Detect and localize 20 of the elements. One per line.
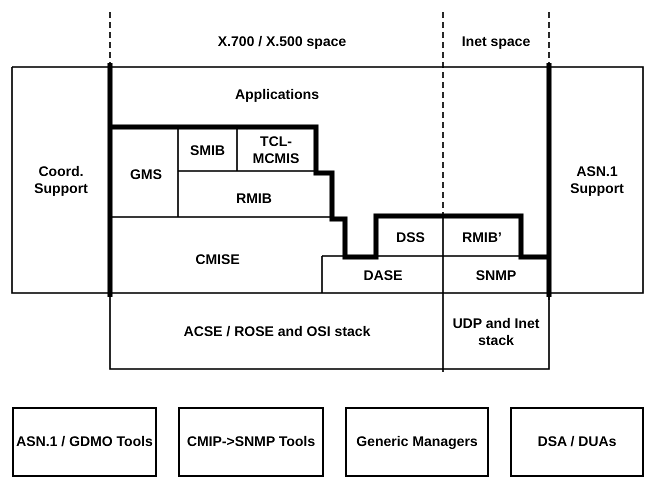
region-label: Applications	[112, 75, 442, 115]
region-label: ACSE / ROSE and OSI stack	[112, 298, 442, 366]
region-label: DSS	[379, 222, 442, 254]
region-label: TCL-MCMIS	[238, 129, 314, 171]
region-label: SNMP	[445, 262, 547, 290]
region-label: GMS	[115, 140, 177, 210]
region-label: DASE	[324, 262, 442, 290]
zone-heading: X.700 / X.500 space	[218, 33, 346, 49]
region-label: Coord. Support	[14, 130, 108, 230]
region-label: RMIB’	[445, 222, 519, 254]
region-label: SMIB	[179, 132, 236, 170]
region-label: RMIB	[180, 184, 328, 214]
region-label: ASN.1 Support	[552, 130, 642, 230]
tool-box: ASN.1 / GDMO Tools	[12, 407, 157, 477]
zone-heading: Inet space	[462, 33, 530, 49]
tool-box: DSA / DUAs	[510, 407, 644, 477]
region-label: UDP and Inet stack	[445, 298, 547, 366]
tool-box: CMIP->SNMP Tools	[178, 407, 324, 477]
region-label: CMISE	[115, 240, 320, 280]
tool-box: Generic Managers	[345, 407, 489, 477]
